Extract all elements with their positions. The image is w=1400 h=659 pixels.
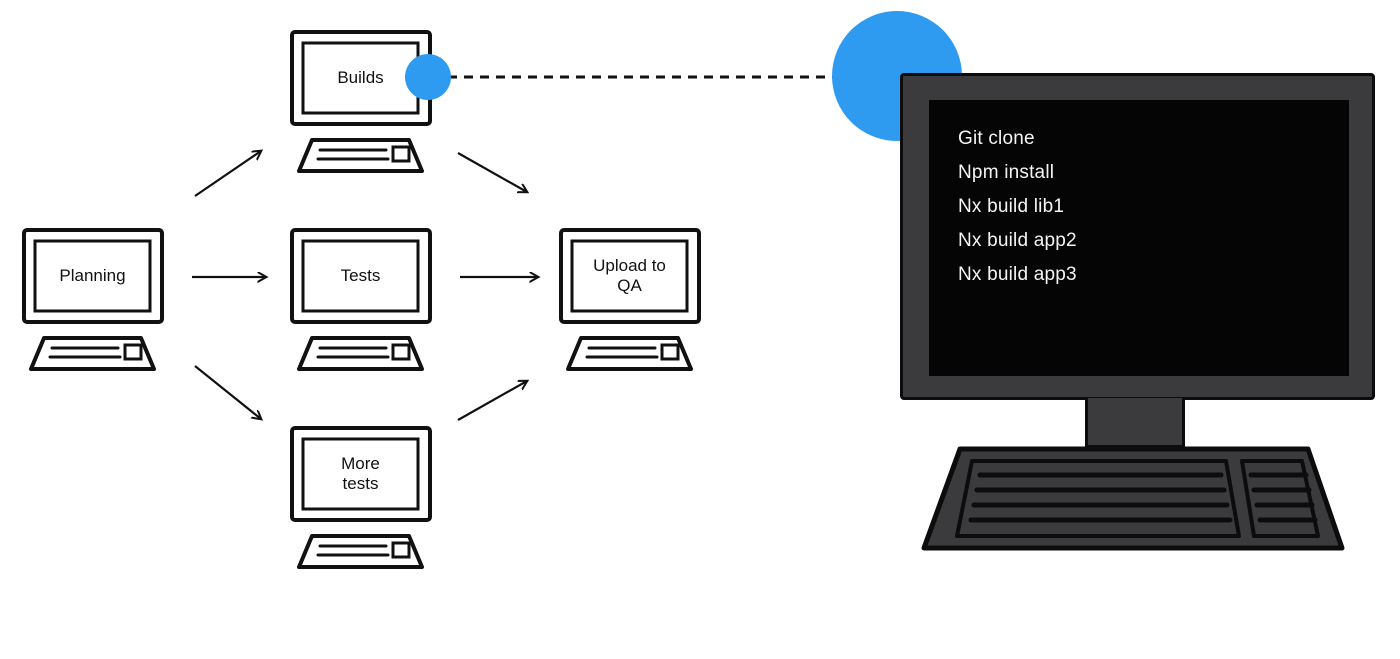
node-label: More tests: [341, 454, 380, 493]
node-more-tests: More tests: [288, 424, 433, 572]
node-label: Tests: [340, 266, 381, 286]
node-label: Builds: [337, 68, 384, 88]
computer-icon: [290, 30, 432, 173]
terminal-computer: Git clone Npm install Nx build lib1 Nx b…: [900, 73, 1375, 553]
node-builds: Builds: [288, 28, 433, 176]
edge-more-tests-to-upload-qa: [457, 381, 527, 421]
terminal-output: Git clone Npm install Nx build lib1 Nx b…: [958, 122, 1337, 292]
monitor-stand: [1085, 398, 1185, 448]
edge-builds-to-upload-qa: [457, 152, 527, 192]
edge-planning-to-more-tests: [194, 365, 261, 419]
node-upload-qa: Upload to QA: [557, 226, 702, 374]
terminal-line: Npm install: [958, 162, 1055, 183]
computer-icon: [559, 228, 701, 371]
computer-icon: [22, 228, 164, 371]
node-label: Upload to QA: [593, 256, 666, 295]
node-planning: Planning: [20, 226, 165, 374]
terminal-line: Nx build app2: [958, 230, 1077, 251]
terminal-line: Nx build app3: [958, 264, 1077, 285]
keyboard: [921, 446, 1345, 551]
computer-icon: [290, 228, 432, 371]
zoom-dot-small: [405, 54, 451, 100]
node-label: Planning: [59, 266, 126, 286]
terminal-monitor-frame: Git clone Npm install Nx build lib1 Nx b…: [900, 73, 1375, 400]
edge-planning-to-builds: [194, 151, 261, 197]
terminal-line: Git clone: [958, 128, 1035, 149]
terminal-screen: Git clone Npm install Nx build lib1 Nx b…: [929, 100, 1349, 376]
terminal-line: Nx build lib1: [958, 196, 1065, 217]
computer-icon: [290, 426, 432, 569]
node-tests: Tests: [288, 226, 433, 374]
